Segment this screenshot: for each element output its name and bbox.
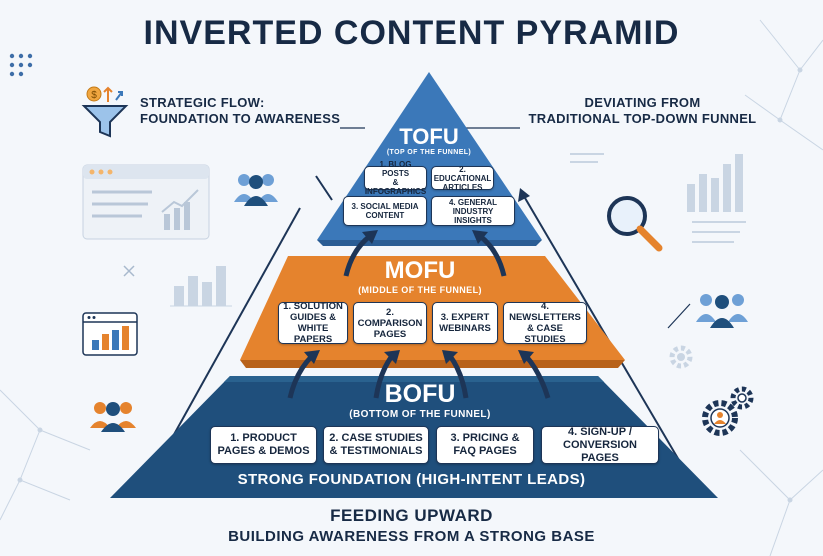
bofu-item-1-line2: PAGES & DEMOS bbox=[217, 445, 310, 457]
tofu-item-1-line2: & INFOGRAPHICS bbox=[364, 178, 427, 196]
flow-arrowhead bbox=[472, 230, 488, 244]
mofu-item-3-line2: WEBINARS bbox=[439, 323, 491, 334]
magnifier-icon bbox=[607, 196, 663, 252]
right-connector bbox=[667, 303, 691, 329]
mofu-tier-bottom bbox=[240, 360, 625, 368]
bofu-item-4-line1: 4. SIGN-UP / bbox=[568, 425, 632, 438]
bar-chart-icon bbox=[170, 266, 232, 307]
flow-arrowhead bbox=[304, 350, 320, 364]
tofu-subtitle: (TOP OF THE FUNNEL) bbox=[386, 149, 472, 156]
left-note: STRATEGIC FLOW: FOUNDATION TO AWARENESS bbox=[140, 95, 340, 127]
browser-chart-icon bbox=[82, 312, 138, 356]
page-title: INVERTED CONTENT PYRAMID bbox=[143, 14, 680, 52]
flow-arrow bbox=[447, 354, 469, 399]
flow-arrow bbox=[373, 354, 395, 399]
mofu-item-3: 3. EXPERT WEBINARS bbox=[432, 302, 498, 344]
bofu-item-2: 2. CASE STUDIES & TESTIMONIALS bbox=[323, 426, 429, 464]
bofu-item-2-line1: 2. CASE STUDIES bbox=[329, 432, 423, 444]
tofu-item-4-line1: 4. GENERAL bbox=[448, 197, 497, 207]
tofu-item-2: 2. EDUCATIONAL ARTICLES bbox=[431, 164, 494, 192]
bofu-subtitle: (BOTTOM OF THE FUNNEL) bbox=[349, 409, 491, 420]
sparkle-icon bbox=[123, 265, 135, 277]
bofu-item-1-line1: 1. PRODUCT bbox=[230, 432, 297, 444]
tofu-tier-bottom bbox=[317, 240, 542, 246]
tofu-item-3-line2: CONTENT bbox=[365, 211, 405, 220]
bofu-foundation-label: STRONG FOUNDATION (HIGH-INTENT LEADS) bbox=[237, 471, 586, 488]
right-note-line1: DEVIATING FROM bbox=[584, 95, 701, 110]
users-icon bbox=[696, 294, 748, 328]
bar-chart-icon bbox=[687, 154, 743, 212]
mofu-item-1-line2: GUIDES & bbox=[290, 312, 336, 323]
tofu-item-1: 1. BLOG POSTS & INFOGRAPHICS bbox=[364, 160, 427, 196]
bofu-item-4-line2: CONVERSION PAGES bbox=[563, 438, 637, 464]
mofu-item-3-line1: 3. EXPERT bbox=[440, 312, 490, 323]
dollar-icon: $ bbox=[91, 90, 97, 101]
flow-arrow bbox=[287, 354, 314, 399]
mofu-title: MOFU bbox=[384, 257, 456, 284]
mofu-item-1-line3: WHITE PAPERS bbox=[293, 323, 333, 345]
bofu-item-4: 4. SIGN-UP / CONVERSION PAGES bbox=[541, 426, 659, 464]
bar-chart-icon bbox=[570, 153, 604, 163]
right-flow-arrowhead bbox=[518, 188, 530, 202]
flow-arrowhead bbox=[518, 350, 534, 364]
left-note-line1: STRATEGIC FLOW: bbox=[140, 95, 265, 110]
tofu-item-2-line2: ARTICLES bbox=[442, 182, 483, 192]
footer-subtitle: BUILDING AWARENESS FROM A STRONG BASE bbox=[228, 528, 595, 545]
left-note-line2: FOUNDATION TO AWARENESS bbox=[140, 111, 341, 126]
tofu-item-4: 4. GENERAL INDUSTRY INSIGHTS bbox=[431, 196, 515, 226]
mofu-item-1: 1. SOLUTION GUIDES & WHITE PAPERS bbox=[278, 301, 348, 345]
bofu-item-3: 3. PRICING & FAQ PAGES bbox=[436, 426, 534, 464]
flow-arrow bbox=[478, 234, 507, 277]
bofu-item-1: 1. PRODUCT PAGES & DEMOS bbox=[210, 426, 317, 464]
mofu-item-2-line2: PAGES bbox=[373, 328, 407, 340]
gear-icon bbox=[669, 345, 693, 369]
gear-icon bbox=[702, 386, 754, 436]
mofu-item-4-line2: & CASE STUDIES bbox=[524, 323, 566, 345]
tofu-item-3: 3. SOCIAL MEDIA CONTENT bbox=[343, 196, 427, 226]
dots-grid-icon bbox=[9, 53, 33, 77]
flow-arrow bbox=[343, 234, 372, 277]
flow-arrowhead bbox=[442, 350, 458, 364]
users-icon bbox=[234, 174, 278, 206]
left-flow-arrow bbox=[315, 175, 333, 201]
mofu-subtitle: (MIDDLE OF THE FUNNEL) bbox=[358, 285, 482, 295]
users-icon bbox=[90, 402, 136, 432]
mofu-item-4-line1: 4. NEWSLETTERS bbox=[509, 301, 581, 323]
footer-title: FEEDING UPWARD bbox=[330, 506, 493, 525]
tofu-item-1-line1: 1. BLOG POSTS bbox=[379, 160, 412, 178]
flow-arrowhead bbox=[384, 350, 400, 364]
mofu-item-2-line1: 2. COMPARISON bbox=[357, 306, 423, 329]
mofu-item-1-line1: 1. SOLUTION bbox=[283, 301, 343, 312]
tofu-item-3-line1: 3. SOCIAL MEDIA bbox=[351, 202, 419, 211]
tofu-item-2-line1: 2. EDUCATIONAL bbox=[433, 164, 492, 183]
bofu-title: BOFU bbox=[384, 380, 456, 408]
bofu-item-3-line1: 3. PRICING & bbox=[450, 432, 520, 444]
right-note: DEVIATING FROM TRADITIONAL TOP-DOWN FUNN… bbox=[525, 95, 760, 127]
tofu-title: TOFU bbox=[399, 124, 459, 149]
bar-chart-icon bbox=[692, 221, 746, 243]
funnel-icon: $ bbox=[81, 86, 129, 138]
flow-arrowhead bbox=[362, 230, 378, 244]
bofu-tier-edge bbox=[224, 376, 604, 382]
bofu-item-3-line2: FAQ PAGES bbox=[453, 445, 517, 457]
browser-chart-icon bbox=[82, 164, 210, 240]
mofu-item-2: 2. COMPARISON PAGES bbox=[353, 302, 427, 344]
tofu-item-4-line2: INDUSTRY INSIGHTS bbox=[452, 206, 494, 225]
bofu-item-2-line2: & TESTIMONIALS bbox=[329, 445, 423, 457]
mofu-item-4: 4. NEWSLETTERS & CASE STUDIES bbox=[503, 301, 587, 345]
right-note-line2: TRADITIONAL TOP-DOWN FUNNEL bbox=[528, 111, 757, 126]
